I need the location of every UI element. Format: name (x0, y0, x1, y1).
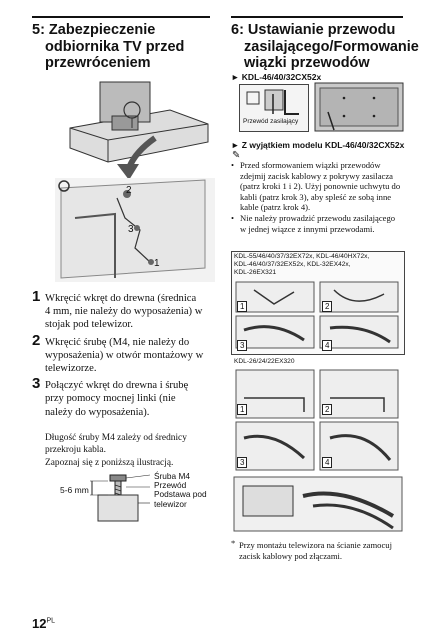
note-line: Długość śruby M4 zależy od średnicy (45, 433, 187, 443)
screw-length-note: Długość śruby M4 zależy od średnicy prze… (45, 432, 225, 469)
footnote-line: Przy montażu telewizora na ścianie zamoc… (239, 540, 392, 550)
note-item: Nie należy prowadzić przewodu zasilające… (231, 213, 401, 234)
wall-mount-illustration (233, 476, 403, 532)
left-title-line-3: przewróceniem (45, 55, 151, 71)
step-3: 3 Połączyć wkręt do drewna i śrubę przy … (32, 375, 217, 419)
installation-steps: 1 Wkręcić wkręt do drewna (średnica 4 mm… (32, 288, 217, 423)
tv-rear-view (314, 82, 404, 132)
cable-steps-illustration-1 (235, 281, 399, 349)
figure-mark-3: 3 (128, 224, 134, 235)
notes-pencil-icon: ✎ (232, 150, 241, 161)
step-number: 3 (32, 375, 41, 393)
footnote-mark: * (231, 538, 236, 548)
right-section-title: 6: Ustawianie przewodu zasilającego/Form… (231, 22, 431, 72)
panel-num-3: 3 (237, 340, 248, 351)
note-item: Przed sformowaniem wiązki przewodów zdej… (231, 160, 401, 213)
step-text-line: telewizorze. (45, 363, 97, 375)
left-title-line-1: 5: Zabezpieczenie (32, 22, 156, 38)
step-2: 2 Wkręcić śrubę (M4, nie należy do wypos… (32, 331, 217, 376)
right-title-line-1: 6: Ustawianie przewodu (231, 22, 396, 38)
model-heading-1: ► KDL-46/40/32CX52x (231, 72, 321, 82)
page-suffix: PL (46, 617, 56, 625)
box2-models: KDL-26/24/22EX320 (234, 358, 295, 365)
note-line: przekroju kabla. (45, 445, 106, 456)
triangle-bullet-icon: ► (231, 140, 240, 150)
right-title-line-2: zasilającego/Formowanie (244, 38, 419, 55)
triangle-bullet-icon: ► (231, 72, 240, 82)
panel-num-2: 2 (322, 301, 333, 312)
note-line: Zapoznaj się z poniższą ilustracją. (45, 457, 174, 468)
power-cord-label: Przewód zasilający (243, 118, 299, 125)
anchor-detail-illustration (55, 178, 215, 282)
figure-mark-1: 1 (154, 258, 160, 269)
power-cord-closeup (239, 84, 309, 132)
step-text-line: Wkręcić śrubę (M4, nie należy do (45, 336, 190, 348)
step-text-line: Wkręcić wkręt do drewna (średnica (45, 293, 197, 304)
screw-label: Śruba M4 (154, 471, 190, 481)
cable-steps-illustration-2 (235, 369, 399, 471)
step-text-line: wyposażenia) w otwór montażowy w (45, 349, 204, 361)
step-text-line: przy pomocy mocnej linki (nie (45, 393, 176, 405)
box1-models: KDL-55/46/40/37/32EX72x, KDL-46/40HX72x,… (234, 253, 369, 277)
step-text-line: stojak pod telewizor. (45, 319, 133, 331)
right-title-rule (231, 16, 403, 18)
panel-num-2: 2 (322, 404, 333, 415)
screw-diagram (90, 474, 150, 522)
page-number: 12PL (32, 616, 55, 631)
right-title-line-3: wiązki przewodów (244, 55, 370, 71)
model-heading-text: Z wyjątkiem modelu KDL-46/40/32CX52x (241, 140, 405, 150)
panel-num-1: 1 (237, 404, 248, 415)
step-text-line: 4 mm, nie należy do wyposażenia) w (45, 306, 203, 318)
left-title-rule (32, 16, 210, 18)
step-text-line: Połączyć wkręt do drewna i śrubę (45, 380, 189, 392)
step-number: 2 (32, 331, 41, 349)
figure-mark-2: 2 (126, 185, 132, 196)
notes-list: Przed sformowaniem wiązki przewodów zdej… (231, 160, 401, 234)
model-list-line: KDL-26/24/22EX320 (234, 358, 295, 365)
panel-num-4: 4 (322, 457, 333, 468)
left-section-title: 5: Zabezpieczenie odbiornika TV przed pr… (32, 22, 222, 72)
tv-stand-illustration (69, 81, 209, 163)
footnote-line: zacisk kablowy pod złączami. (239, 550, 343, 561)
step-number: 1 (32, 288, 41, 305)
stand-label: Podstawa pod telewizor (154, 489, 207, 509)
panel-num-4: 4 (322, 340, 333, 351)
step-text-line: należy do wyposażenia). (45, 406, 150, 418)
page-number-value: 12 (32, 616, 47, 631)
panel-num-3: 3 (237, 457, 248, 468)
panel-num-1: 1 (237, 301, 248, 312)
size-label: 5-6 mm (60, 485, 89, 495)
model-heading-text: KDL-46/40/32CX52x (241, 72, 322, 82)
model-heading-2: ► Z wyjątkiem modelu KDL-46/40/32CX52x (231, 140, 404, 150)
cable-label: Przewód (154, 480, 187, 490)
model-list-line: KDL-26EX321 (234, 269, 277, 276)
step-1: 1 Wkręcić wkręt do drewna (średnica 4 mm… (32, 288, 217, 332)
model-list-line: KDL-46/40/37/32EX52x, KDL-32EX42x, (234, 261, 351, 268)
model-list-line: KDL-55/46/40/37/32EX72x, KDL-46/40HX72x, (234, 253, 370, 260)
zoom-arrow (117, 135, 157, 180)
left-title-line-2: odbiornika TV przed (45, 38, 185, 55)
footnote: * Przy montażu telewizora na ścianie zam… (231, 538, 403, 562)
